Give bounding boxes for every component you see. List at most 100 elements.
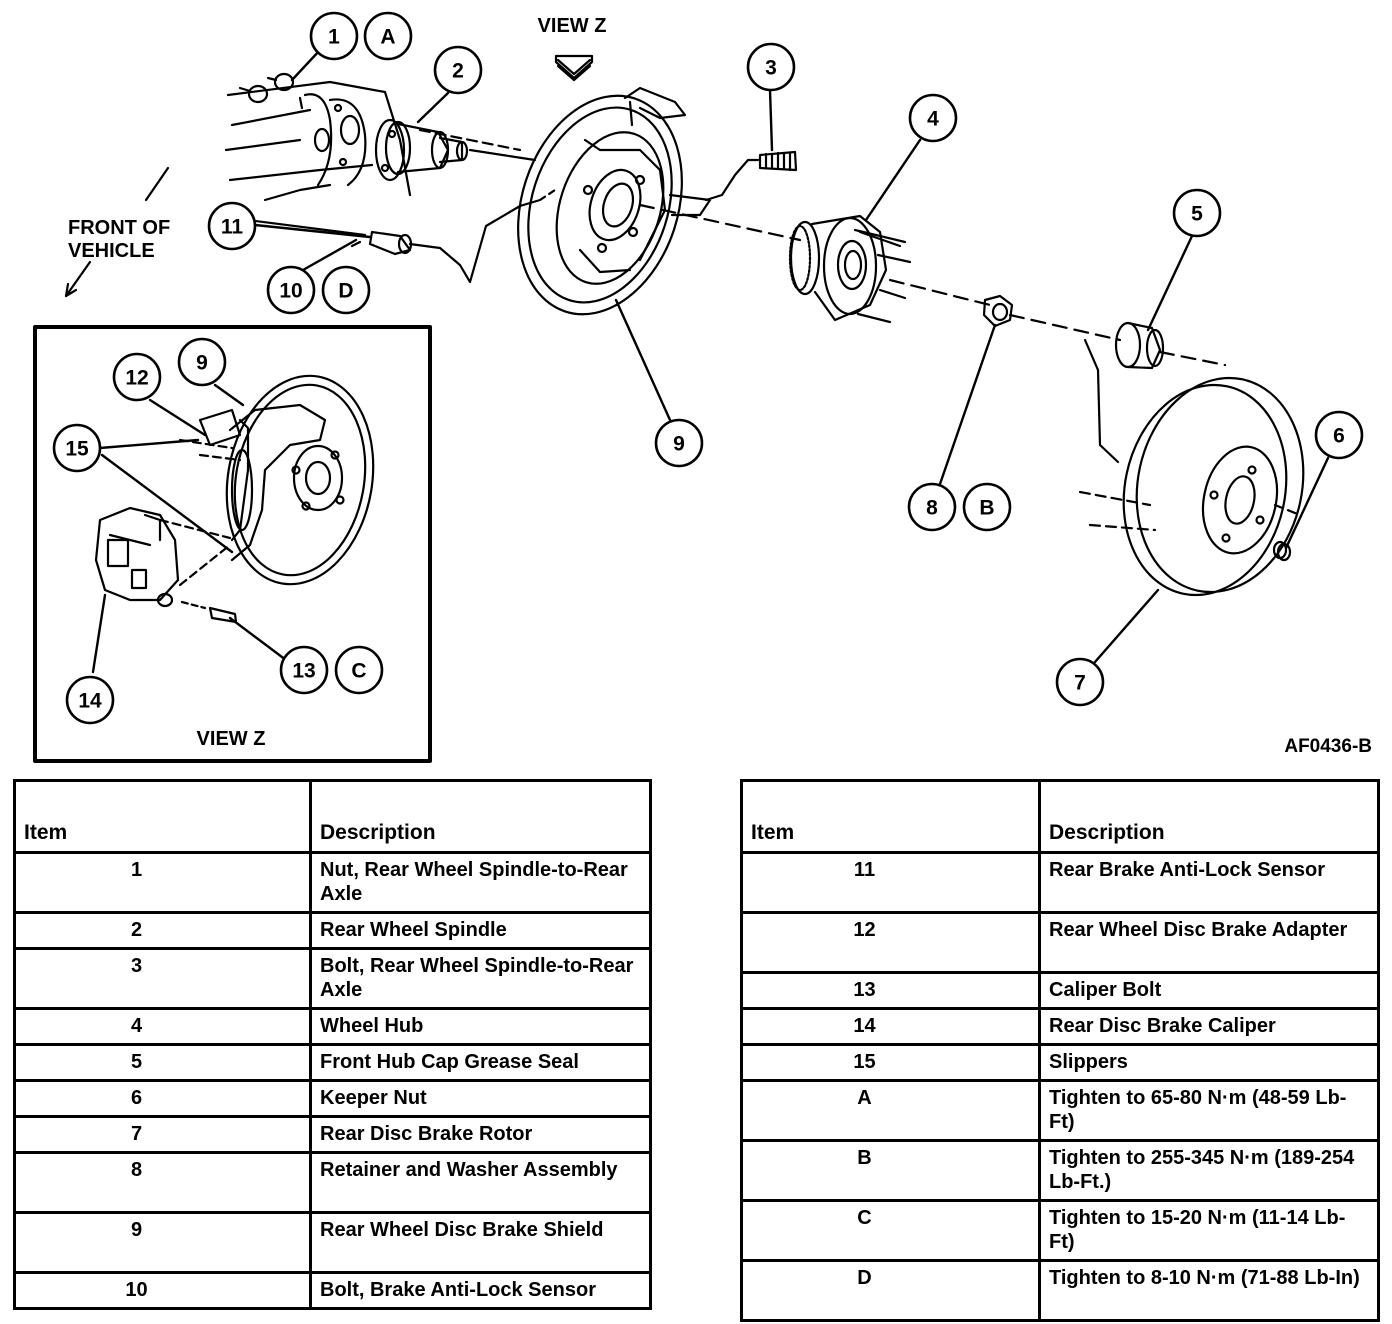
row-description: Rear Disc Brake Caliper	[1038, 1007, 1380, 1046]
row-item: 12	[740, 911, 1041, 974]
table-header-row: Item Description	[13, 779, 652, 854]
parts-table-right: Item Description 11 Rear Brake Anti-Lock…	[740, 779, 1380, 1322]
row-item: 3	[13, 947, 312, 1010]
row-description: Rear Disc Brake Rotor	[309, 1115, 652, 1154]
callout-c: C	[351, 660, 366, 683]
row-description: Front Hub Cap Grease Seal	[309, 1043, 652, 1082]
leader-lines	[253, 48, 1330, 664]
callout-1: 1	[328, 26, 340, 49]
column-header-description: Description	[1038, 779, 1380, 854]
row-description: Wheel Hub	[309, 1007, 652, 1046]
callout-b: B	[979, 497, 994, 520]
column-header-description: Description	[309, 779, 652, 854]
keeper-nut	[1272, 540, 1292, 562]
callout-6: 6	[1333, 425, 1345, 448]
callout-a: A	[380, 26, 395, 49]
view-z-arrow	[554, 54, 594, 82]
callout-9-inset: 9	[196, 352, 208, 375]
callout-5: 5	[1191, 203, 1203, 226]
row-description: Keeper Nut	[309, 1079, 652, 1118]
row-item: 6	[13, 1079, 312, 1118]
table-row: 2 Rear Wheel Spindle	[13, 911, 652, 950]
row-description: Rear Wheel Disc Brake Adapter	[1038, 911, 1380, 974]
callout-9: 9	[673, 433, 685, 456]
row-description: Rear Wheel Disc Brake Shield	[309, 1211, 652, 1274]
column-header-item: Item	[740, 779, 1041, 854]
front-of-vehicle-arrow	[64, 166, 170, 298]
row-description: Tighten to 15-20 N·m (11-14 Lb-Ft)	[1038, 1199, 1380, 1262]
callout-13: 13	[292, 660, 315, 683]
table-row: A Tighten to 65-80 N·m (48-59 Lb-Ft)	[740, 1079, 1380, 1142]
row-description: Rear Wheel Spindle	[309, 911, 652, 950]
callout-11: 11	[221, 216, 244, 239]
rear-wheel-spindle	[374, 118, 469, 182]
table-row: 10 Bolt, Brake Anti-Lock Sensor	[13, 1271, 652, 1310]
front-of-vehicle-label-line1: FRONT OF	[68, 217, 170, 239]
row-item: 13	[740, 971, 1041, 1010]
table-row: 8 Retainer and Washer Assembly	[13, 1151, 652, 1214]
callout-8: 8	[926, 497, 938, 520]
callout-12: 12	[125, 367, 148, 390]
row-item: C	[740, 1199, 1041, 1262]
callout-2: 2	[452, 60, 464, 83]
row-item: 10	[13, 1271, 312, 1310]
row-description: Bolt, Rear Wheel Spindle-to-Rear Axle	[309, 947, 652, 1010]
row-description: Caliper Bolt	[1038, 971, 1380, 1010]
row-description: Rear Brake Anti-Lock Sensor	[1038, 851, 1380, 914]
row-item: A	[740, 1079, 1041, 1142]
table-row: 7 Rear Disc Brake Rotor	[13, 1115, 652, 1154]
row-item: 2	[13, 911, 312, 950]
table-row: 1 Nut, Rear Wheel Spindle-to-Rear Axle	[13, 851, 652, 914]
row-item: 11	[740, 851, 1041, 914]
row-description: Tighten to 255-345 N·m (189-254 Lb-Ft.)	[1038, 1139, 1380, 1202]
table-row: 6 Keeper Nut	[13, 1079, 652, 1118]
exploded-brake-diagram: 1 A 2 3 4 5 6 7 8 B 9 10 D 11 9 12 15 13…	[33, 11, 1372, 763]
callout-7: 7	[1074, 672, 1086, 695]
row-item: B	[740, 1139, 1041, 1202]
spindle-bolt	[758, 150, 798, 172]
row-description: Tighten to 8-10 N·m (71-88 Lb-In)	[1038, 1259, 1380, 1322]
view-z-inset-label: VIEW Z	[197, 728, 266, 750]
wheel-hub	[788, 214, 912, 324]
row-item: 7	[13, 1115, 312, 1154]
table-row: D Tighten to 8-10 N·m (71-88 Lb-In)	[740, 1259, 1380, 1322]
row-description: Bolt, Brake Anti-Lock Sensor	[309, 1271, 652, 1310]
row-item: 9	[13, 1211, 312, 1274]
column-header-item: Item	[13, 779, 312, 854]
table-row: 3 Bolt, Rear Wheel Spindle-to-Rear Axle	[13, 947, 652, 1010]
table-row: 15 Slippers	[740, 1043, 1380, 1082]
callout-15: 15	[65, 438, 89, 461]
callout-10: 10	[279, 280, 302, 303]
table-row: 12 Rear Wheel Disc Brake Adapter	[740, 911, 1380, 974]
view-z-top-label: VIEW Z	[538, 15, 607, 37]
callout-circles	[52, 11, 1364, 725]
row-description: Tighten to 65-80 N·m (48-59 Lb-Ft)	[1038, 1079, 1380, 1142]
hub-cap-grease-seal	[1114, 321, 1165, 370]
disc-brake-rotor	[1078, 338, 1305, 597]
table-row: 11 Rear Brake Anti-Lock Sensor	[740, 851, 1380, 914]
callout-4: 4	[927, 108, 939, 131]
figure-code: AF0436-B	[1284, 736, 1372, 757]
table-row: 13 Caliper Bolt	[740, 971, 1380, 1010]
row-item: D	[740, 1259, 1041, 1322]
inset-leader-lines	[91, 383, 288, 674]
inset-caliper-assembly	[94, 374, 375, 624]
row-item: 1	[13, 851, 312, 914]
callout-14: 14	[78, 690, 102, 713]
parts-table-left: Item Description 1 Nut, Rear Wheel Spind…	[13, 779, 652, 1310]
table-row: B Tighten to 255-345 N·m (189-254 Lb-Ft.…	[740, 1139, 1380, 1202]
retainer-washer-nut	[982, 294, 1014, 328]
disc-brake-shield	[517, 86, 760, 316]
table-row: C Tighten to 15-20 N·m (11-14 Lb-Ft)	[740, 1199, 1380, 1262]
row-item: 8	[13, 1151, 312, 1214]
callout-d: D	[338, 280, 353, 303]
row-item: 15	[740, 1043, 1041, 1082]
row-item: 5	[13, 1043, 312, 1082]
table-header-row: Item Description	[740, 779, 1380, 854]
callout-3: 3	[765, 57, 777, 80]
table-row: 14 Rear Disc Brake Caliper	[740, 1007, 1380, 1046]
rear-axle-assembly	[224, 80, 412, 202]
row-item: 14	[740, 1007, 1041, 1046]
row-description: Slippers	[1038, 1043, 1380, 1082]
row-item: 4	[13, 1007, 312, 1046]
